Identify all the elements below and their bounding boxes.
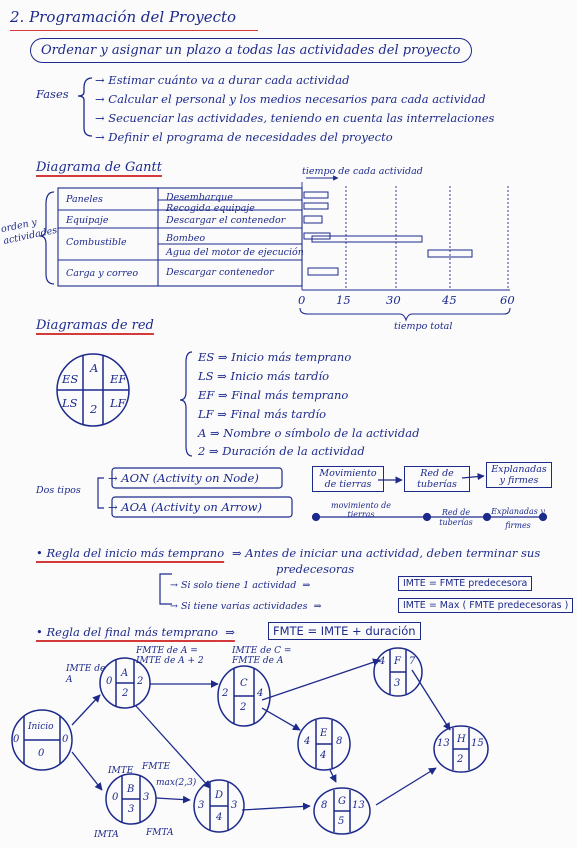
gantt-tick-15: 15 xyxy=(336,293,351,307)
gantt-activity-5: Agua del motor de ejecución xyxy=(166,247,304,258)
annot-fmte-a: FMTE de A = IMTE de A + 2 xyxy=(136,646,204,666)
formula-imte-single: IMTE = FMTE predecesora xyxy=(398,576,533,591)
gantt-brace xyxy=(39,191,55,285)
gantt-activity-3: Descargar el contenedor xyxy=(166,215,286,226)
gantt-table xyxy=(57,187,303,287)
aoa-label-3: Explanadas y firmes xyxy=(491,507,545,530)
legend-node-ef: EF xyxy=(110,372,127,386)
fase-item-3: → Secuenciar las actividades, teniendo e… xyxy=(95,111,495,125)
aon-node-3: Explanadas y firmes xyxy=(486,462,552,488)
regla-inicio-text2: predecesoras xyxy=(276,562,355,576)
legend-node-lf: LF xyxy=(110,396,126,410)
legend-node-es: ES xyxy=(62,372,79,386)
regla-inicio-title: • Regla del inicio más temprano xyxy=(36,546,225,560)
formula-fmte: FMTE = IMTE + duración xyxy=(268,622,421,640)
tipo-aoa: → AOA (Activity on Arrow) xyxy=(108,500,263,514)
annot-max: max(2,3) xyxy=(156,778,197,788)
aon-node-1: Movimiento de tierras xyxy=(312,466,384,492)
regla-inicio-case1: → Si solo tiene 1 actividad ⇒ xyxy=(170,580,311,591)
gantt-group-2: Equipaje xyxy=(66,215,109,226)
gantt-tick-0: 0 xyxy=(298,293,306,307)
fases-brace xyxy=(77,77,93,137)
aoa-label-1: movimiento de tierras xyxy=(331,501,391,519)
gantt-activity-2: Recogida equipaje xyxy=(166,203,255,214)
node-e: E 4 8 4 xyxy=(296,716,352,772)
legend-ls: LS ⇒ Inicio más tardío xyxy=(198,369,330,383)
gantt-bars xyxy=(303,191,473,276)
fases-label: Fases xyxy=(36,87,69,101)
aon-arrows xyxy=(378,473,485,484)
aon-node-2: Red de tuberías xyxy=(404,466,470,492)
gantt-tick-45: 45 xyxy=(442,293,457,307)
legend-a: A ⇒ Nombre o símbolo de la actividad xyxy=(198,426,420,440)
page-title: 2. Programación del Proyecto xyxy=(10,8,237,26)
gantt-tick-30: 30 xyxy=(386,293,401,307)
objective-banner: Ordenar y asignar un plazo a todas las a… xyxy=(30,38,472,63)
annot-imta: IMTA xyxy=(94,830,119,840)
tipos-brace xyxy=(97,477,104,509)
regla-inicio-text1: ⇒ Antes de iniciar una actividad, deben … xyxy=(232,546,541,560)
node-h: H 13 15 2 xyxy=(432,724,490,774)
tipo-aon: → AON (Activity on Node) xyxy=(108,471,259,485)
annot-imte-c: IMTE de C = FMTE de A xyxy=(232,646,292,666)
gantt-tick-60: 60 xyxy=(500,293,515,307)
gantt-axis-label: tiempo total xyxy=(394,321,453,332)
regla-final-title: • Regla del final más temprano ⇒ xyxy=(36,625,235,639)
node-inicio: Inicio 0 0 0 xyxy=(10,708,74,772)
fase-item-2: → Calcular el personal y los medios nece… xyxy=(95,92,486,106)
fase-item-1: → Estimar cuánto va a durar cada activid… xyxy=(95,73,350,87)
fase-item-4: → Definir el programa de necesidades del… xyxy=(95,130,393,144)
legend-lf: LF ⇒ Final más tardío xyxy=(198,407,327,421)
gantt-total-brace xyxy=(299,307,511,322)
gantt-group-4: Carga y correo xyxy=(66,268,139,279)
tipos-label: Dos tipos xyxy=(36,485,81,496)
gantt-group-1: Paneles xyxy=(66,194,103,205)
legend-node-dur: 2 xyxy=(90,402,98,416)
aoa-graph xyxy=(311,512,548,522)
tipos-frames xyxy=(111,467,293,518)
node-c: C 2 4 2 xyxy=(216,664,272,728)
gantt-group-3: Combustible xyxy=(66,237,127,248)
legend-es: ES ⇒ Inicio más temprano xyxy=(198,350,352,364)
red-heading: Diagramas de red xyxy=(36,318,154,333)
gantt-activity-1: Desembarque xyxy=(166,192,233,203)
legend-brace xyxy=(179,351,193,457)
gantt-activity-4: Bombeo xyxy=(166,233,206,244)
annot-fmta: FMTA xyxy=(146,828,174,838)
annot-fmte-b: FMTE xyxy=(142,762,171,772)
legend-node-ls: LS xyxy=(62,396,78,410)
network-edges xyxy=(71,658,451,811)
formula-imte-multi: IMTE = Max ( FMTE predecesoras ) xyxy=(398,598,574,613)
aoa-label-2: Red de tuberías xyxy=(439,508,473,527)
annot-imte-a: IMTE de A xyxy=(66,664,106,685)
annot-imte-b: IMTE xyxy=(108,766,134,776)
legend-node-a: A xyxy=(90,361,99,375)
gantt-top-label: tiempo de cada actividad xyxy=(302,166,423,177)
gantt-grid xyxy=(301,175,510,291)
legend-node-circle xyxy=(56,353,130,427)
title-underline xyxy=(10,30,258,31)
gantt-heading: Diagrama de Gantt xyxy=(36,160,162,175)
node-a: A 0 2 2 xyxy=(98,656,152,710)
node-d: D 3 3 4 xyxy=(192,778,246,834)
gantt-activity-6: Descargar contenedor xyxy=(166,267,274,278)
node-f: F 4 7 3 xyxy=(372,646,424,698)
legend-dur: 2 ⇒ Duración de la actividad xyxy=(198,444,365,458)
node-g: G 8 13 5 xyxy=(312,786,372,836)
regla-inicio-brace xyxy=(159,573,172,605)
regla-inicio-case2: → Si tiene varias actividades ⇒ xyxy=(170,601,322,612)
legend-ef: EF ⇒ Final más temprano xyxy=(198,388,349,402)
node-b: B 0 3 3 xyxy=(104,772,158,826)
